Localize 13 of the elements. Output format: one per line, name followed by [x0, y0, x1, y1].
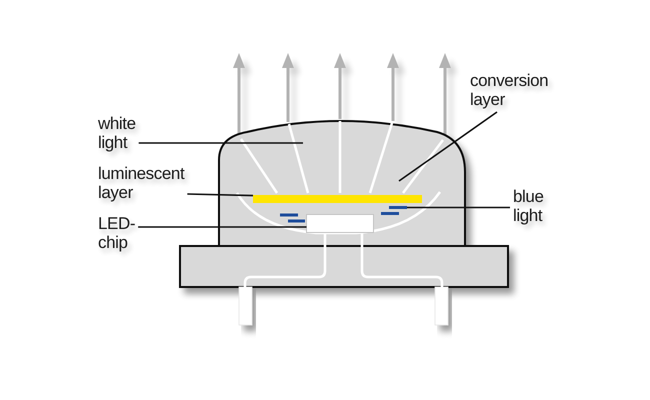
- part-label: conversion layer: [470, 71, 548, 109]
- leader-line: [187, 193, 254, 196]
- part-label: white light: [98, 114, 136, 152]
- part-label: blue light: [513, 187, 544, 225]
- leader-line: [407, 206, 510, 208]
- led-chip: [306, 214, 374, 233]
- emission-mark: [381, 206, 407, 215]
- leader-line: [138, 142, 303, 144]
- leader-line: [398, 111, 498, 182]
- luminescent-layer-strip: [253, 195, 422, 203]
- leader-line: [138, 226, 306, 228]
- part-label: LED-chip: [98, 214, 136, 252]
- part-label: luminescent layer: [98, 164, 184, 202]
